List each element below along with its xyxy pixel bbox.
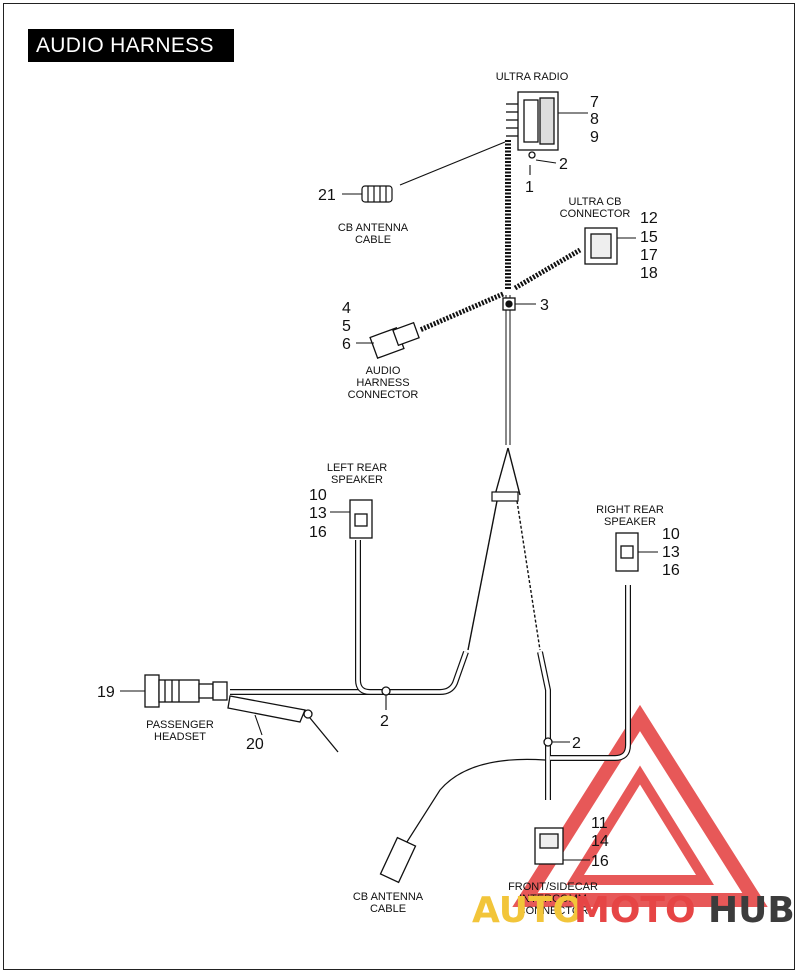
label-ultra-cb-1: ULTRA CB (569, 196, 622, 208)
callout-8: 8 (590, 111, 599, 128)
callout-12: 12 (640, 210, 658, 227)
watermark-triangle-outer (512, 704, 768, 907)
callout-2-radio: 2 (559, 156, 568, 173)
label-ultra-cb-2: CONNECTOR (560, 208, 631, 220)
intercomm-connector (534, 827, 564, 865)
watermark-triangle-inner (566, 765, 714, 885)
ultra-radio-connector (506, 91, 559, 159)
callout-19: 19 (97, 684, 115, 701)
label-audio-harness-1: AUDIO (366, 365, 401, 377)
left-speaker-connector (349, 499, 373, 539)
watermark-moto: MOTO (574, 890, 696, 931)
right-wire-clip (543, 737, 553, 747)
callout-2-left: 2 (380, 713, 389, 730)
label-intercomm-2: INTERCOMM (519, 893, 587, 905)
label-cb-antenna-top-2: CABLE (355, 234, 391, 246)
watermark-logo (512, 704, 768, 907)
label-left-speaker-1: LEFT REAR (327, 462, 387, 474)
label-cb-antenna-bottom-1: CB ANTENNA (353, 891, 424, 903)
label-right-speaker-1: RIGHT REAR (596, 504, 664, 516)
callout-leaders (120, 112, 658, 861)
callout-2-right: 2 (572, 735, 581, 752)
harness-wires (230, 140, 631, 846)
cb-antenna-plug-bottom (379, 836, 417, 884)
callout-14: 14 (591, 833, 609, 850)
label-right-speaker-2: SPEAKER (604, 516, 656, 528)
callout-11: 11 (591, 815, 608, 832)
callout-6: 6 (342, 336, 351, 353)
watermark-auto: AUTO (472, 890, 583, 931)
label-intercomm-3: CONNECTOR (518, 905, 589, 917)
label-passenger-headset-1: PASSENGER (146, 719, 214, 731)
callout-10-left: 10 (309, 487, 327, 504)
callout-17: 17 (640, 247, 658, 264)
label-cb-antenna-top-1: CB ANTENNA (338, 222, 409, 234)
watermark-text: AUTO MOTO HUB (472, 890, 795, 931)
diagram-title: AUDIO HARNESS (28, 29, 234, 62)
junction-clip (502, 297, 516, 311)
callout-10-right: 10 (662, 526, 680, 543)
watermark-hub: HUB (708, 890, 795, 931)
callout-20: 20 (246, 736, 264, 753)
label-cb-antenna-bottom-2: CABLE (370, 903, 406, 915)
callout-9: 9 (590, 129, 599, 146)
component-labels: ULTRA RADIO CB ANTENNA CABLE ULTRA CB CO… (146, 71, 664, 917)
callout-5: 5 (342, 318, 351, 335)
ultra-cb-connector (584, 227, 618, 265)
left-wire-clip (381, 686, 391, 696)
callout-16-right: 16 (662, 562, 680, 579)
label-audio-harness-2: HARNESS (356, 377, 409, 389)
callout-1: 1 (525, 179, 534, 196)
callout-15: 15 (640, 229, 658, 246)
right-speaker-connector (615, 532, 639, 572)
cb-antenna-plug-top (361, 185, 393, 203)
headset-bracket (227, 695, 313, 723)
label-ultra-radio: ULTRA RADIO (496, 71, 569, 83)
callout-16-left: 16 (309, 524, 327, 541)
callout-21: 21 (318, 187, 336, 204)
diagram-frame (3, 3, 795, 970)
label-intercomm-1: FRONT/SIDECAR (508, 881, 598, 893)
label-audio-harness-3: CONNECTOR (348, 389, 419, 401)
callout-3: 3 (540, 297, 549, 314)
callout-16-intercomm: 16 (591, 853, 609, 870)
callout-13-right: 13 (662, 544, 680, 561)
callout-4: 4 (342, 300, 351, 317)
passenger-headset-connector (144, 674, 228, 708)
callout-7: 7 (590, 94, 599, 111)
label-passenger-headset-2: HEADSET (154, 731, 206, 743)
callout-numbers: 7 8 9 2 1 21 12 15 17 18 3 4 5 6 10 13 1… (97, 94, 680, 870)
audio-harness-connector (369, 321, 420, 359)
label-left-speaker-2: SPEAKER (331, 474, 383, 486)
callout-13-left: 13 (309, 505, 327, 522)
callout-18: 18 (640, 265, 658, 282)
